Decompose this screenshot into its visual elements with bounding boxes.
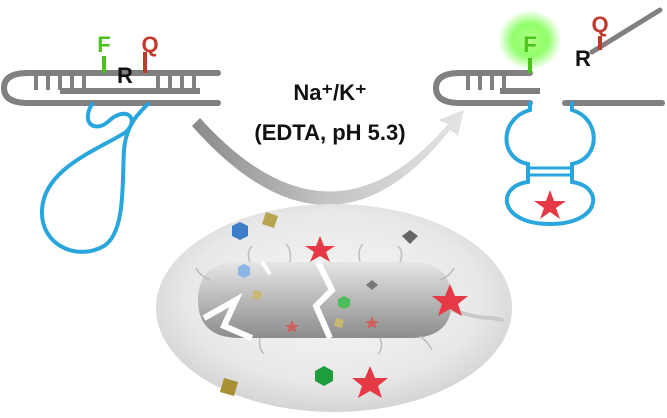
target-star-4	[285, 320, 299, 333]
reaction-arrow	[192, 110, 464, 206]
left-cleavage-label: R	[117, 63, 133, 88]
molecule-blue-hexagon-2	[238, 264, 250, 278]
target-star-3	[352, 366, 388, 398]
bacterium-pili	[195, 243, 455, 355]
left-aptamer-loop	[39, 102, 150, 254]
molecule-gold-cube-3	[334, 318, 344, 328]
target-star-5	[365, 316, 379, 329]
left-dna-construct: F R Q	[0, 32, 221, 254]
molecule-green-hexagon-2	[315, 366, 333, 386]
bacterium-crack-upper	[260, 260, 272, 276]
reaction-arc	[192, 110, 464, 206]
left-quencher-label: Q	[141, 32, 158, 57]
left-base-pairs	[34, 76, 196, 90]
molecule-gold-cube-2	[252, 290, 262, 300]
right-aptamer-loop	[504, 101, 596, 184]
molecule-blue-hexagon-1	[232, 222, 248, 240]
bacterium-crack-left	[202, 292, 254, 341]
right-fluorophore-label: F	[523, 32, 536, 57]
right-quencher-label: Q	[591, 12, 608, 37]
condition-buffer: (EDTA, pH 5.3)	[254, 120, 405, 145]
bound-target-star	[534, 190, 566, 219]
left-outer-strand	[0, 70, 221, 106]
molecule-gray-diamond-2	[366, 280, 378, 290]
condition-ions: Na⁺/K⁺	[293, 80, 366, 105]
right-dna-construct: F R Q	[432, 7, 665, 227]
right-base-pairs	[466, 76, 506, 90]
molecule-green-hexagon-1	[338, 296, 350, 309]
target-star-2	[432, 284, 468, 316]
bacterium-lysate	[156, 204, 512, 412]
fluorescence-glow	[498, 10, 562, 70]
right-aptamer-bulb	[504, 180, 596, 227]
right-cleavage-label: R	[575, 46, 591, 71]
molecule-gold-cube-1	[262, 212, 278, 228]
molecule-gray-diamond-1	[402, 230, 418, 244]
molecule-gold-cube-4	[220, 378, 238, 396]
left-fluorophore-label: F	[97, 32, 110, 57]
bacterium-crack-middle	[312, 260, 336, 340]
released-fragment	[589, 7, 663, 55]
right-aptamer-stem-pairs	[530, 166, 570, 177]
right-outer-strand	[432, 70, 533, 106]
target-star-1	[305, 236, 335, 262]
